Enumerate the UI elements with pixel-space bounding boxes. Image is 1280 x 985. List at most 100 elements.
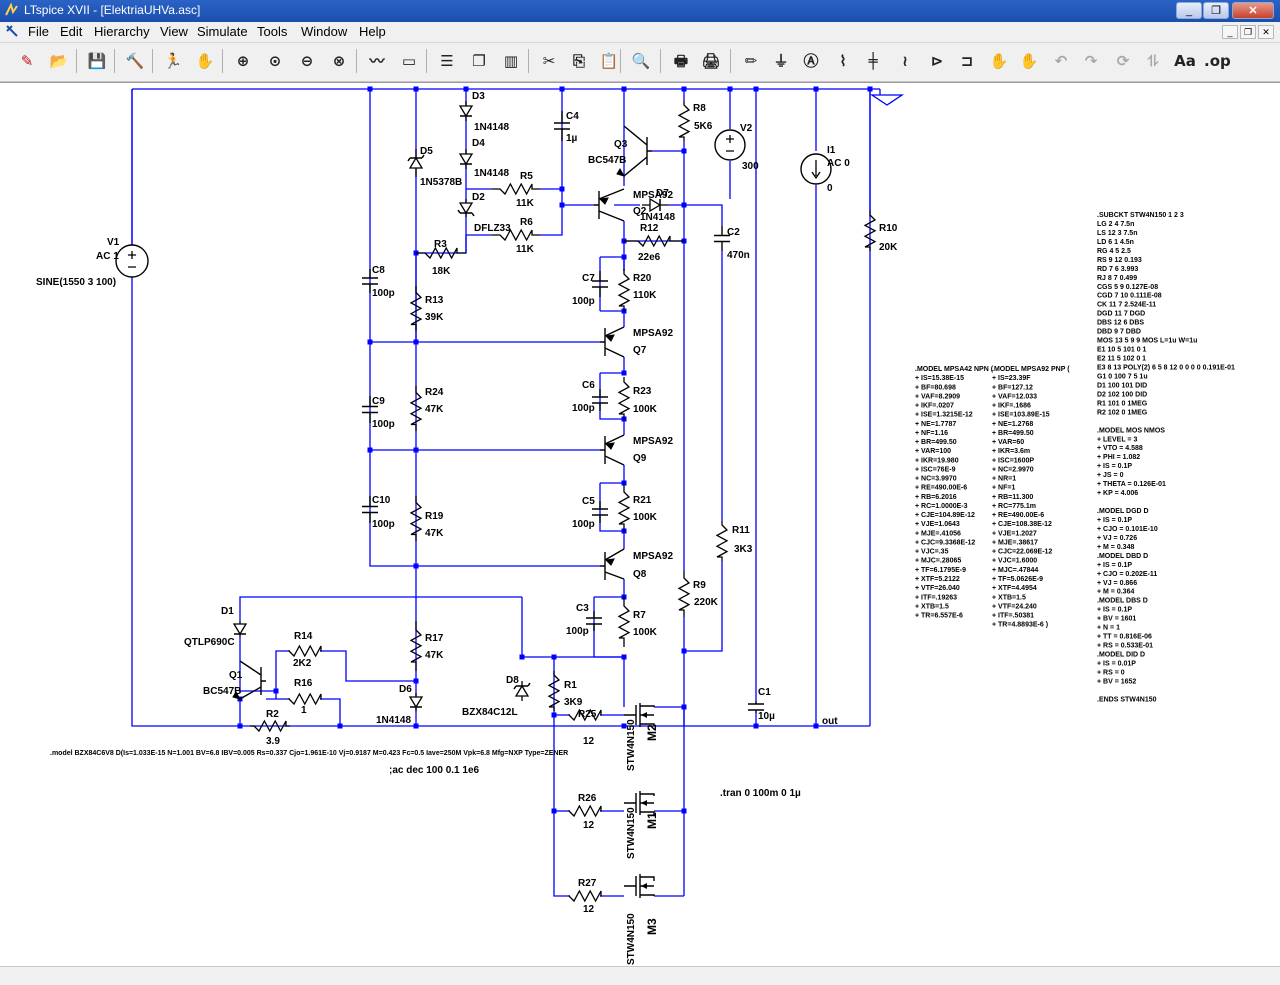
wire[interactable] — [599, 373, 624, 420]
component-icon[interactable]: ⊐ — [960, 52, 974, 70]
model-mpsa42-block[interactable]: .MODEL MPSA42 NPN (+ IS=15.38E-15+ BF=80… — [915, 366, 994, 620]
cut-icon[interactable]: ✂ — [542, 52, 556, 70]
wire[interactable] — [561, 89, 594, 206]
mirror-icon[interactable]: ⥮ — [1147, 52, 1159, 70]
menu-edit[interactable]: Edit — [60, 24, 83, 39]
zoom-fit-icon[interactable]: ⊗ — [332, 52, 346, 70]
print-icon[interactable]: 🖶 — [673, 52, 689, 70]
control-panel-icon[interactable]: 🔨 — [125, 52, 145, 70]
close-button[interactable]: ✕ — [1232, 2, 1274, 19]
minimize-button[interactable]: _ — [1176, 2, 1202, 19]
wire[interactable] — [599, 483, 624, 532]
wire[interactable] — [239, 596, 522, 621]
model-mpsa92-block[interactable]: .MODEL MPSA92 PNP (+ IS=23.39F+ BF=127.1… — [992, 366, 1070, 629]
autorange-icon[interactable]: 〰 — [369, 52, 385, 70]
new-schematic-icon[interactable]: ✎ — [20, 52, 34, 70]
halt-icon[interactable]: ✋ — [195, 52, 215, 70]
tile-horizontal-icon[interactable]: ☰ — [440, 52, 454, 70]
rotate-icon[interactable]: ⟳ — [1116, 52, 1130, 70]
undo-icon[interactable]: ↶ — [1054, 52, 1068, 70]
resistor-icon[interactable]: ⌇ — [839, 52, 847, 70]
inductor-icon[interactable]: ≀ — [902, 52, 908, 70]
diode-icon[interactable]: ⊳ — [930, 52, 944, 70]
mdi-restore-button[interactable]: ❐ — [1240, 25, 1256, 39]
zoom-in-icon[interactable]: ⊕ — [236, 52, 250, 70]
resistor-r2[interactable]: R23.9 — [250, 709, 290, 747]
mdi-close-button[interactable]: ✕ — [1258, 25, 1274, 39]
print-setup-icon[interactable]: 🖨 — [701, 52, 721, 70]
find-icon[interactable]: 🔍 — [631, 52, 651, 70]
draw-wire-icon[interactable]: ✏ — [744, 52, 758, 70]
wire[interactable] — [600, 256, 625, 271]
capacitor-icon[interactable]: ╪ — [868, 52, 878, 70]
restore-button[interactable]: ❐ — [1203, 2, 1229, 19]
menu-simulate[interactable]: Simulate — [197, 24, 248, 39]
wire[interactable] — [540, 205, 563, 236]
wire[interactable] — [654, 706, 685, 726]
menu-window[interactable]: Window — [301, 24, 348, 39]
drag-icon[interactable]: ✋ — [1019, 52, 1039, 70]
tile-vertical-icon[interactable]: ▥ — [503, 52, 519, 70]
zoom-out-icon[interactable]: ⊖ — [300, 52, 314, 70]
redo-icon[interactable]: ↷ — [1084, 52, 1098, 70]
schematic-doc-icon[interactable] — [5, 24, 19, 38]
wire[interactable] — [668, 204, 723, 226]
open-icon[interactable]: 📂 — [49, 52, 69, 70]
wire[interactable] — [553, 715, 570, 897]
zoom-pan-icon[interactable]: ⊙ — [268, 52, 282, 70]
menu-file[interactable]: File — [28, 24, 49, 39]
copy-icon[interactable]: ⎘ — [572, 52, 585, 70]
save-icon[interactable]: 💾 — [87, 52, 107, 70]
spice-directive-icon[interactable]: .op — [1204, 52, 1231, 70]
text-icon[interactable]: Aa — [1174, 52, 1196, 70]
wire[interactable] — [320, 698, 341, 726]
menu-view[interactable]: View — [160, 24, 188, 39]
paste-icon[interactable]: 📋 — [599, 52, 619, 70]
